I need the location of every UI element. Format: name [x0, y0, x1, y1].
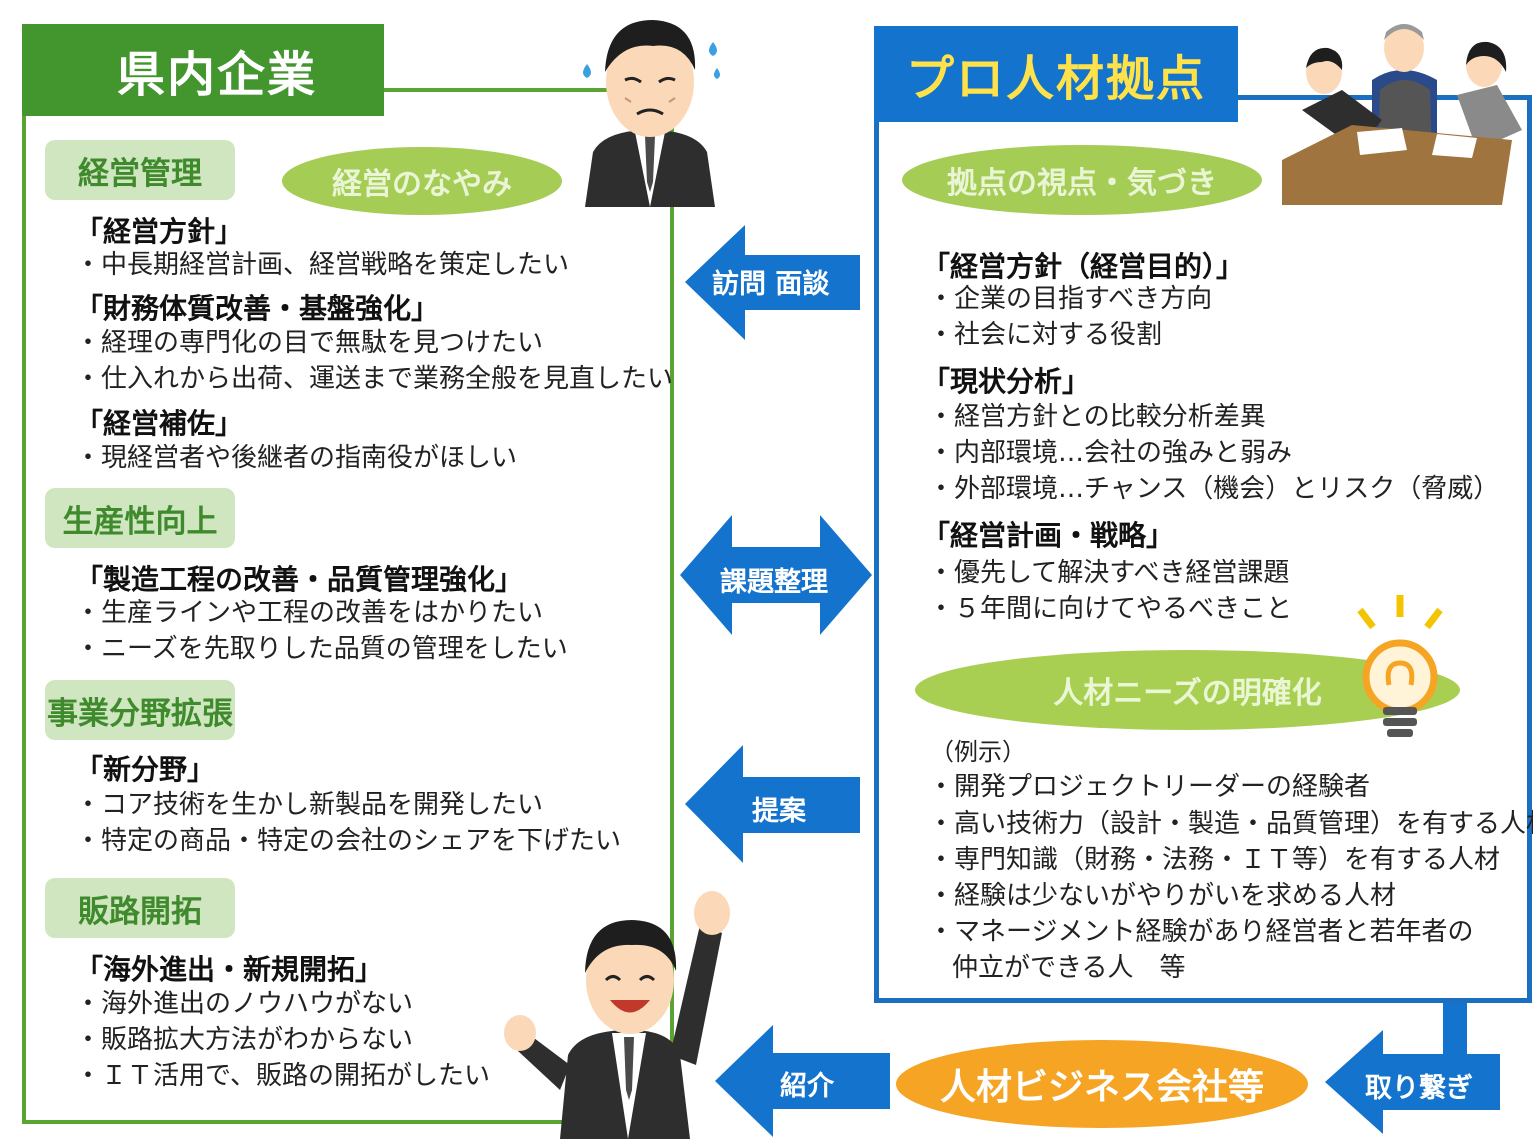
list-item: ・経験は少ないがやりがいを求める人材 [928, 881, 1397, 911]
tag-productivity: 生産性向上 [45, 488, 235, 548]
arrow-left-introduce [715, 1025, 890, 1137]
list-item: ・コア技術を生かし新製品を開発したい [75, 790, 544, 820]
heading-plan-strategy: 「経営計画・戦略」 [922, 519, 1175, 552]
list-item: ・優先して解決すべき経営課題 [928, 558, 1290, 588]
tag-management: 経営管理 [45, 140, 235, 200]
heading-assist: 「経営補佐」 [75, 407, 244, 440]
list-item: ・マネージメント経験があり経営者と若年者の [928, 917, 1474, 947]
list-item: ・現経営者や後継者の指南役がほしい [75, 443, 518, 473]
label-introduce: 紹介 [780, 1071, 834, 1102]
label-proposal: 提案 [752, 796, 806, 827]
tag-business-expansion: 事業分野拡張 [45, 680, 235, 740]
worries-pill: 経営のなやみ [282, 147, 562, 215]
label-visit-interview: 訪問 面談 [712, 269, 830, 300]
list-item: ・ニーズを先取りした品質の管理をしたい [75, 634, 568, 664]
label-connect: 取り繋ぎ [1365, 1073, 1473, 1104]
arrow-double-issues [680, 515, 872, 635]
list-item: 仲立ができる人 等 [952, 953, 1186, 983]
list-item: ・開発プロジェクトリーダーの経験者 [928, 772, 1371, 802]
arrow-left-visit [685, 225, 860, 340]
list-item: ・海外進出のノウハウがない [75, 989, 414, 1019]
list-item: ・社会に対する役割 [928, 320, 1163, 350]
list-item: ・５年間に向けてやるべきこと [928, 594, 1293, 624]
example-label: （例示） [930, 738, 1026, 766]
list-item: ・中長期経営計画、経営戦略を策定したい [75, 250, 570, 280]
heading-financial: 「財務体質改善・基盤強化」 [75, 292, 440, 325]
viewpoint-pill: 拠点の視点・気づき [902, 145, 1262, 215]
list-item: ・企業の目指すべき方向 [928, 284, 1213, 314]
left-panel-title: 県内企業 [22, 24, 384, 116]
list-item: ・内部環境…会社の強みと弱み [928, 438, 1293, 468]
heading-current-analysis: 「現状分析」 [922, 365, 1091, 398]
arrow-left-proposal [685, 745, 860, 863]
heading-overseas: 「海外進出・新規開拓」 [75, 953, 384, 986]
tag-sales-channel: 販路開拓 [45, 878, 235, 938]
right-panel-title: プロ人材拠点 [874, 26, 1238, 122]
list-item: ・経理の専門化の目で無駄を見つけたい [75, 328, 544, 358]
list-item: ・販路拡大方法がわからない [75, 1025, 414, 1055]
business-company-pill: 人材ビジネス会社等 [896, 1040, 1308, 1128]
list-item: ・専門知識（財務・法務・ＩＴ等）を有する人材 [928, 845, 1501, 875]
heading-new-field: 「新分野」 [75, 753, 216, 786]
list-item: ・特定の商品・特定の会社のシェアを下げたい [75, 826, 622, 856]
list-item: ・高い技術力（設計・製造・品質管理）を有する人材 [928, 809, 1533, 839]
list-item: ・ＩＴ活用で、販路の開拓がしたい [75, 1061, 490, 1091]
list-item: ・外部環境…チャンス（機会）とリスク（脅威） [928, 474, 1500, 504]
worried-man-illustration [583, 20, 720, 207]
list-item: ・仕入れから出荷、運送まで業務全般を見直したい [75, 364, 674, 394]
lightbulb-icon [1357, 595, 1443, 737]
list-item: ・生産ラインや工程の改善をはかりたい [75, 598, 544, 628]
arrow-connect [1325, 1003, 1500, 1134]
heading-manufacturing: 「製造工程の改善・品質管理強化」 [75, 563, 524, 596]
happy-man-illustration [504, 891, 730, 1139]
label-issue-organize: 課題整理 [720, 567, 828, 598]
heading-policy-purpose: 「経営方針（経営目的）」 [922, 250, 1245, 283]
list-item: ・経営方針との比較分析差異 [928, 402, 1266, 432]
meeting-illustration [1282, 24, 1522, 205]
heading-management-policy: 「経営方針」 [75, 215, 244, 248]
